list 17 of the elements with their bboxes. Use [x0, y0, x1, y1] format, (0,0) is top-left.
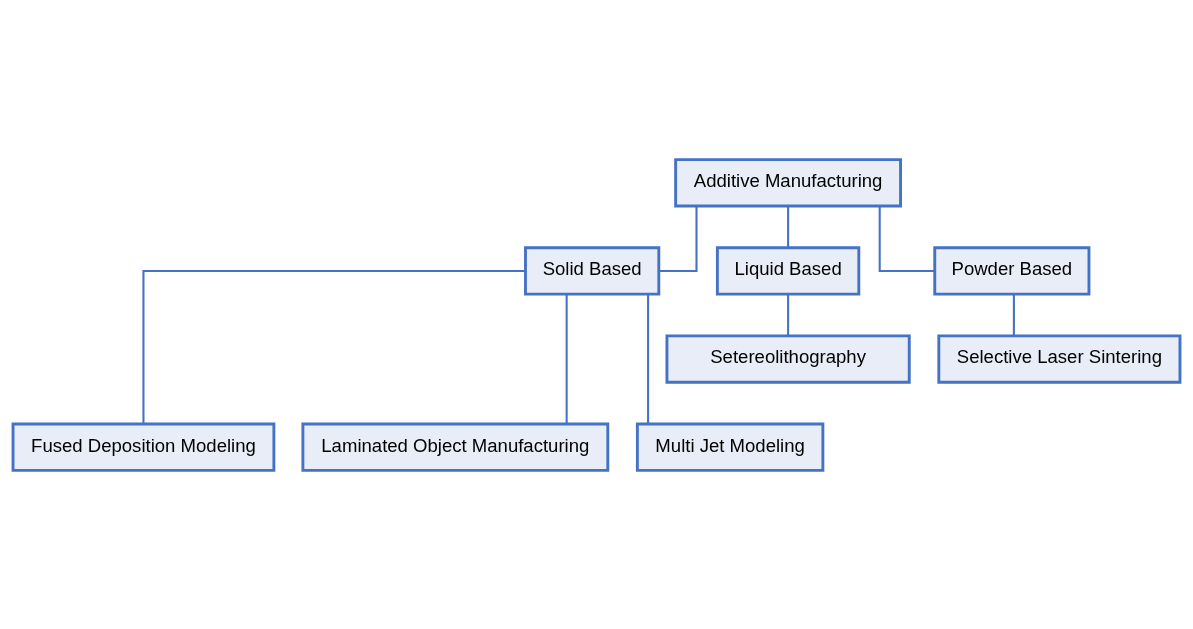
connector: [1012, 294, 1015, 336]
node-box: Powder Based: [933, 245, 1091, 296]
connector: [142, 269, 526, 424]
node-box: Fused Deposition Modeling: [11, 422, 276, 472]
node-box: Laminated Object Manufacturing: [301, 422, 610, 472]
node-box: Liquid Based: [715, 245, 861, 296]
node-box: Setereolithography: [665, 333, 911, 384]
node-box: Selective Laser Sintering: [937, 333, 1182, 384]
connector: [878, 205, 935, 272]
connector: [658, 205, 698, 272]
node-box: Solid Based: [524, 245, 661, 296]
node-box: Additive Manufacturing: [674, 157, 902, 207]
node-box: Multi Jet Modeling: [635, 422, 825, 472]
connector: [787, 205, 790, 248]
connector: [647, 293, 650, 424]
connector: [787, 294, 790, 336]
connector: [565, 293, 568, 424]
